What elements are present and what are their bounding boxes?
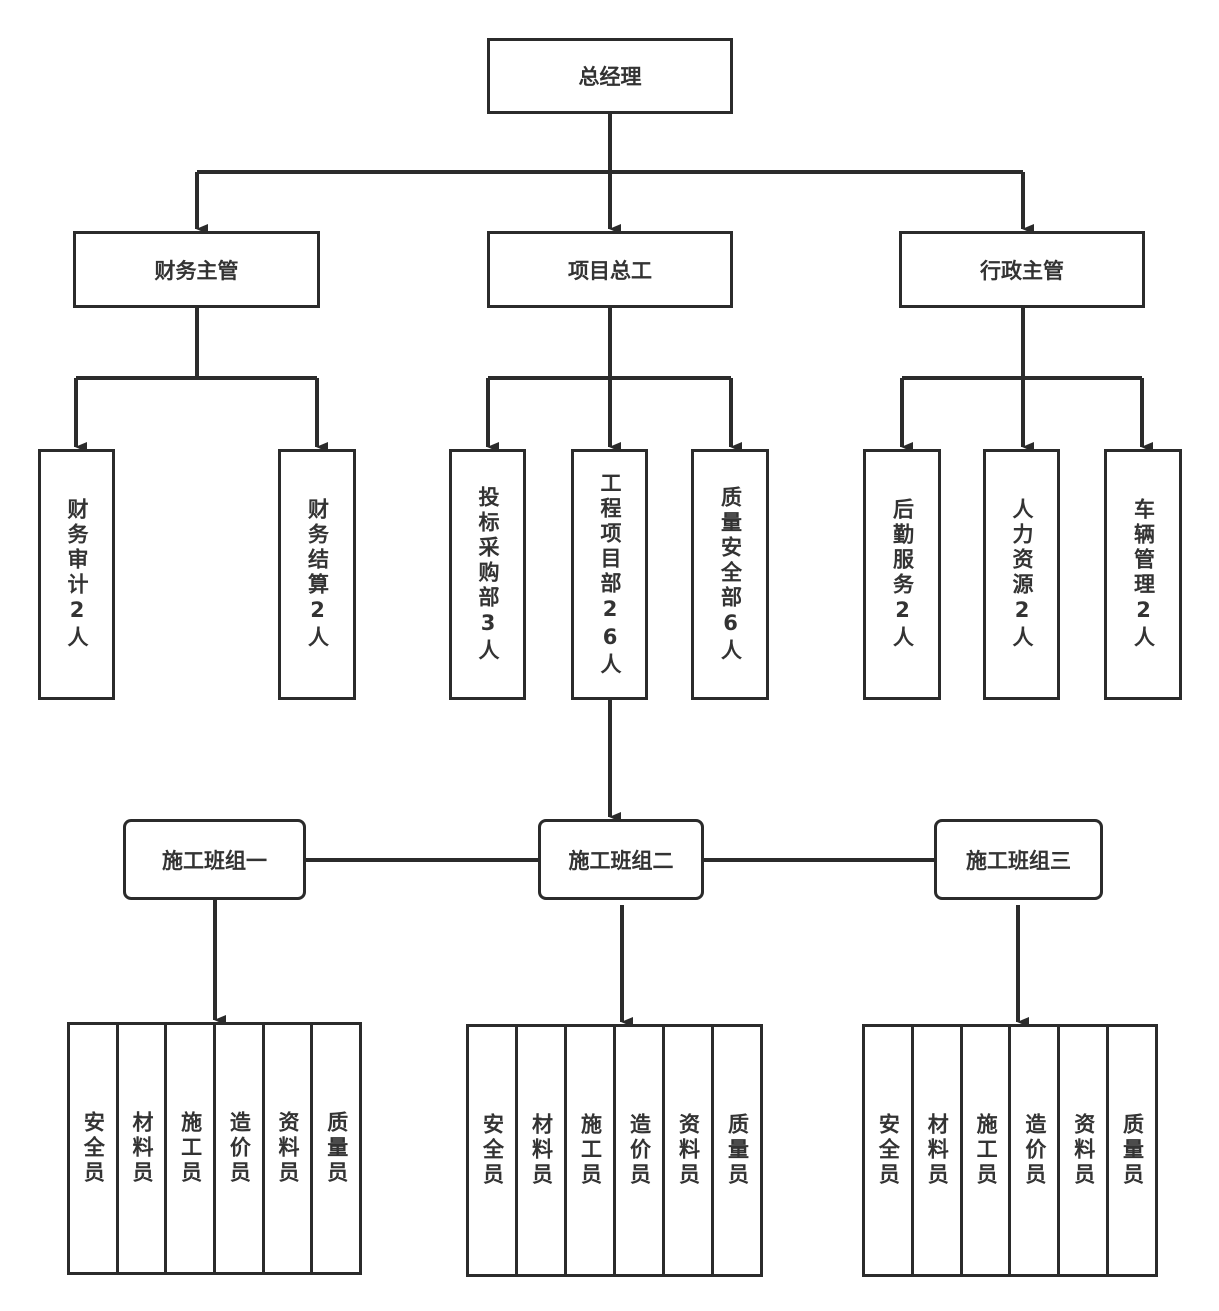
- node-finance-supervisor: 财务主管: [73, 231, 320, 308]
- node-vehicle-management: 车辆管理2人: [1104, 449, 1182, 700]
- role-cell: 安全员: [70, 1025, 119, 1272]
- node-label: 质量安全部6人: [718, 485, 743, 664]
- role-label: 资料员: [276, 1111, 301, 1186]
- role-cell: 资料员: [1060, 1027, 1110, 1274]
- role-label: 安全员: [876, 1113, 901, 1188]
- role-label: 造价员: [627, 1113, 652, 1188]
- node-logistics: 后勤服务2人: [863, 449, 941, 700]
- role-cell: 质量员: [714, 1027, 760, 1274]
- connector-finance: [76, 308, 317, 380]
- role-cell: 资料员: [665, 1027, 714, 1274]
- role-label: 资料员: [1071, 1113, 1096, 1188]
- node-label: 车辆管理2人: [1131, 498, 1156, 651]
- role-label: 施工员: [178, 1111, 203, 1186]
- role-cell: 材料员: [119, 1025, 168, 1272]
- role-cell: 材料员: [914, 1027, 963, 1274]
- node-project-chief-engineer: 项目总工: [487, 231, 733, 308]
- team-1-roles: 安全员 材料员 施工员 造价员 资料员 质量员: [67, 1022, 362, 1275]
- node-finance-settlement: 财务结算2人: [278, 449, 356, 700]
- role-cell: 安全员: [469, 1027, 518, 1274]
- role-label: 造价员: [1022, 1113, 1047, 1188]
- role-label: 材料员: [130, 1111, 154, 1186]
- role-cell: 造价员: [1011, 1027, 1061, 1274]
- node-label: 财务审计2人: [65, 498, 89, 651]
- role-cell: 造价员: [216, 1025, 265, 1272]
- node-hr: 人力资源2人: [983, 449, 1060, 700]
- role-cell: 施工员: [167, 1025, 217, 1272]
- node-team-3: 施工班组三: [934, 819, 1103, 900]
- role-label: 材料员: [529, 1113, 554, 1188]
- role-cell: 质量员: [1109, 1027, 1155, 1274]
- node-label: 投标采购部3人: [476, 485, 500, 664]
- node-finance-audit: 财务审计2人: [38, 449, 115, 700]
- node-label: 后勤服务2人: [890, 498, 915, 651]
- team-2-roles: 安全员 材料员 施工员 造价员 资料员 质量员: [466, 1024, 763, 1277]
- team-3-roles: 安全员 材料员 施工员 造价员 资料员 质量员: [862, 1024, 1158, 1277]
- role-cell: 施工员: [567, 1027, 616, 1274]
- node-label: 财务结算2人: [305, 498, 330, 651]
- role-label: 安全员: [81, 1111, 106, 1186]
- role-cell: 资料员: [265, 1025, 314, 1272]
- node-team-1: 施工班组一: [123, 819, 306, 900]
- role-label: 质量员: [725, 1113, 750, 1188]
- role-cell: 质量员: [313, 1025, 359, 1272]
- connector-admin: [902, 308, 1142, 380]
- role-label: 资料员: [676, 1113, 701, 1188]
- node-admin-supervisor: 行政主管: [899, 231, 1145, 308]
- connector-top: [197, 114, 1023, 174]
- node-engineering-project: 工程项目部26人: [571, 449, 648, 700]
- role-cell: 施工员: [963, 1027, 1012, 1274]
- node-bidding-procurement: 投标采购部3人: [449, 449, 526, 700]
- role-label: 质量员: [1120, 1113, 1145, 1188]
- role-label: 施工员: [974, 1113, 999, 1188]
- role-label: 安全员: [480, 1113, 505, 1188]
- role-label: 质量员: [324, 1111, 349, 1186]
- role-label: 施工员: [578, 1113, 603, 1188]
- role-label: 材料员: [925, 1113, 950, 1188]
- node-label: 人力资源2人: [1010, 498, 1034, 651]
- role-cell: 造价员: [616, 1027, 665, 1274]
- role-cell: 安全员: [865, 1027, 914, 1274]
- role-label: 造价员: [227, 1111, 252, 1186]
- node-label: 工程项目部26人: [598, 471, 622, 678]
- role-cell: 材料员: [518, 1027, 567, 1274]
- node-general-manager: 总经理: [487, 38, 733, 114]
- node-team-2: 施工班组二: [538, 819, 704, 900]
- node-quality-safety: 质量安全部6人: [691, 449, 769, 700]
